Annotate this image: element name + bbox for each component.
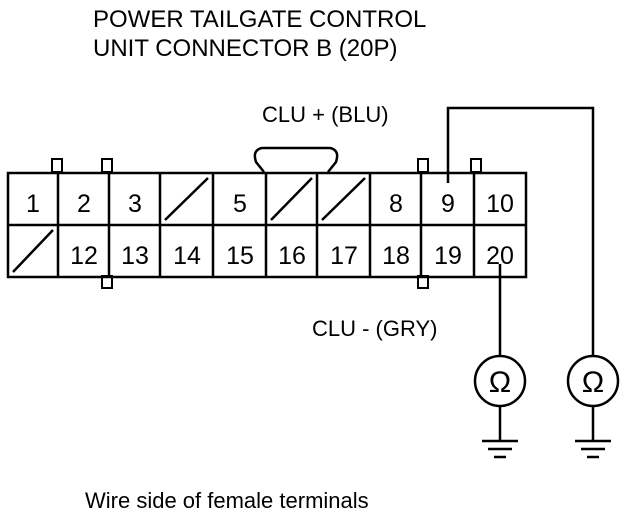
pin-label: 9: [441, 190, 455, 218]
pin-label: 8: [389, 190, 403, 218]
pin-label: 2: [77, 190, 91, 218]
ohm-symbol: Ω: [582, 366, 604, 399]
connector-b: 1 2 3 5 8 9 10 12 13 14 15 16 17 18 19 2…: [6, 146, 528, 289]
ohmmeter-icon: Ω: [566, 354, 620, 408]
pin-label: 13: [121, 242, 149, 270]
clu-plus-label: CLU + (BLU): [262, 102, 389, 127]
ohm-symbol: Ω: [489, 366, 511, 399]
title-line-2: UNIT CONNECTOR B (20P): [93, 35, 398, 62]
ohmmeter-icon: Ω: [473, 354, 527, 408]
connector-nub: [101, 158, 113, 173]
unused-cavity-11: [12, 229, 54, 273]
pin-label: 19: [434, 242, 462, 270]
pin-label: 18: [382, 242, 410, 270]
pin-label: 1: [26, 190, 40, 218]
connector-nub: [470, 158, 482, 173]
connector-lock-tab: [253, 146, 339, 173]
clu-plus-wire: [446, 106, 595, 356]
clu-minus-label: CLU - (GRY): [312, 316, 438, 341]
pin-label: 14: [173, 242, 201, 270]
unused-cavity-6: [270, 177, 313, 221]
top-row-pins: 1 2 3 5 8 9 10: [26, 190, 514, 218]
unused-cavity-7: [321, 177, 366, 221]
bottom-row-pins: 12 13 14 15 16 17 18 19 20: [70, 242, 514, 270]
title-line-1: POWER TAILGATE CONTROL: [93, 6, 426, 33]
unused-cavity-4: [164, 177, 209, 221]
pin-label: 10: [486, 190, 514, 218]
pin-label: 12: [70, 242, 98, 270]
pin-label: 16: [278, 242, 306, 270]
pin-label: 5: [233, 190, 247, 218]
caption: Wire side of female terminals: [85, 488, 369, 513]
connector-nub: [417, 158, 429, 173]
pin-label: 3: [128, 190, 142, 218]
connector-nub: [51, 158, 63, 173]
connector-column-dividers: [56, 173, 476, 277]
ground-icon: [575, 406, 611, 459]
ground-icon: [482, 406, 518, 459]
pin-label: 15: [226, 242, 254, 270]
pin-label: 17: [330, 242, 358, 270]
